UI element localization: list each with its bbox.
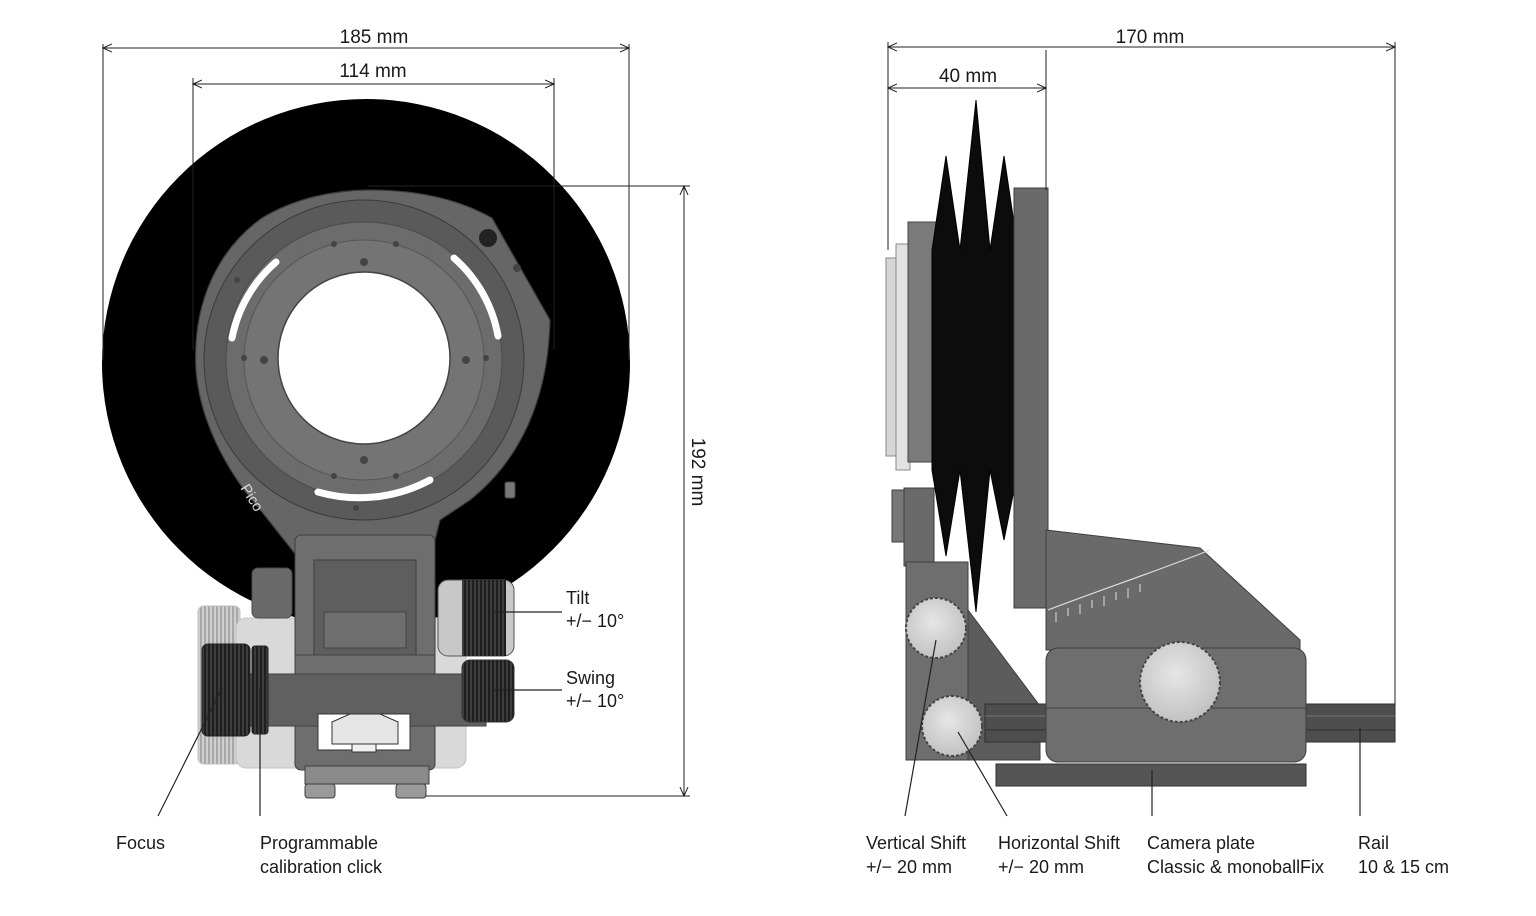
camera-plate	[995, 763, 1307, 787]
svg-text:10 & 15 cm: 10 & 15 cm	[1358, 857, 1449, 877]
lens-aperture	[277, 271, 451, 445]
swing-knob[interactable]	[461, 659, 515, 723]
callout-rail-lengths: 10 & 15 cm	[1358, 857, 1449, 877]
callout-camera-plate: Camera plate	[1147, 833, 1255, 853]
callout-swing-range: +/− 10°	[566, 691, 624, 711]
callout-swing: Swing	[566, 668, 615, 688]
callout-tilt: Tilt	[566, 588, 589, 608]
callout-horizontal-shift-range: +/− 20 mm	[998, 857, 1084, 877]
dim-overall-width: 185 mm	[340, 27, 409, 48]
callout-rail: Rail	[1358, 833, 1389, 853]
callout-focus: Focus	[116, 833, 165, 853]
focus-knob[interactable]	[201, 643, 251, 737]
dim-overall-length: 170 mm	[1116, 27, 1185, 48]
side-view: 170 mm 40 mm Vertical Shift +/− 20 mm Ho…	[866, 27, 1449, 877]
dim-inner-width: 114 mm	[339, 61, 406, 82]
horizontal-shift-knob-front[interactable]	[921, 695, 983, 757]
svg-text:calibration click: calibration click	[260, 857, 383, 877]
svg-text:+/− 10°: +/− 10°	[566, 611, 624, 631]
svg-text:+/− 20 mm: +/− 20 mm	[998, 857, 1084, 877]
svg-text:+/− 10°: +/− 10°	[566, 691, 624, 711]
rear-housing	[1045, 529, 1301, 651]
svg-text:Classic & monoballFix: Classic & monoballFix	[1147, 857, 1324, 877]
svg-text:+/− 20 mm: +/− 20 mm	[866, 857, 952, 877]
dim-front-depth: 40 mm	[939, 66, 997, 87]
dim-height: 192 mm	[687, 438, 708, 507]
bellows	[931, 99, 1019, 613]
callout-calibration-line2: calibration click	[260, 857, 383, 877]
callout-tilt-range: +/− 10°	[566, 611, 624, 631]
callout-horizontal-shift: Horizontal Shift	[998, 833, 1120, 853]
callout-vertical-shift: Vertical Shift	[866, 833, 966, 853]
callout-vertical-shift-range: +/− 20 mm	[866, 857, 952, 877]
callout-calibration: Programmable	[260, 833, 378, 853]
horizontal-shift-knob-rear[interactable]	[1139, 641, 1221, 723]
front-view: Pico 185 mm 114 mm	[102, 27, 708, 877]
callout-camera-plate-compat: Classic & monoballFix	[1147, 857, 1324, 877]
vertical-shift-knob[interactable]	[905, 597, 967, 659]
